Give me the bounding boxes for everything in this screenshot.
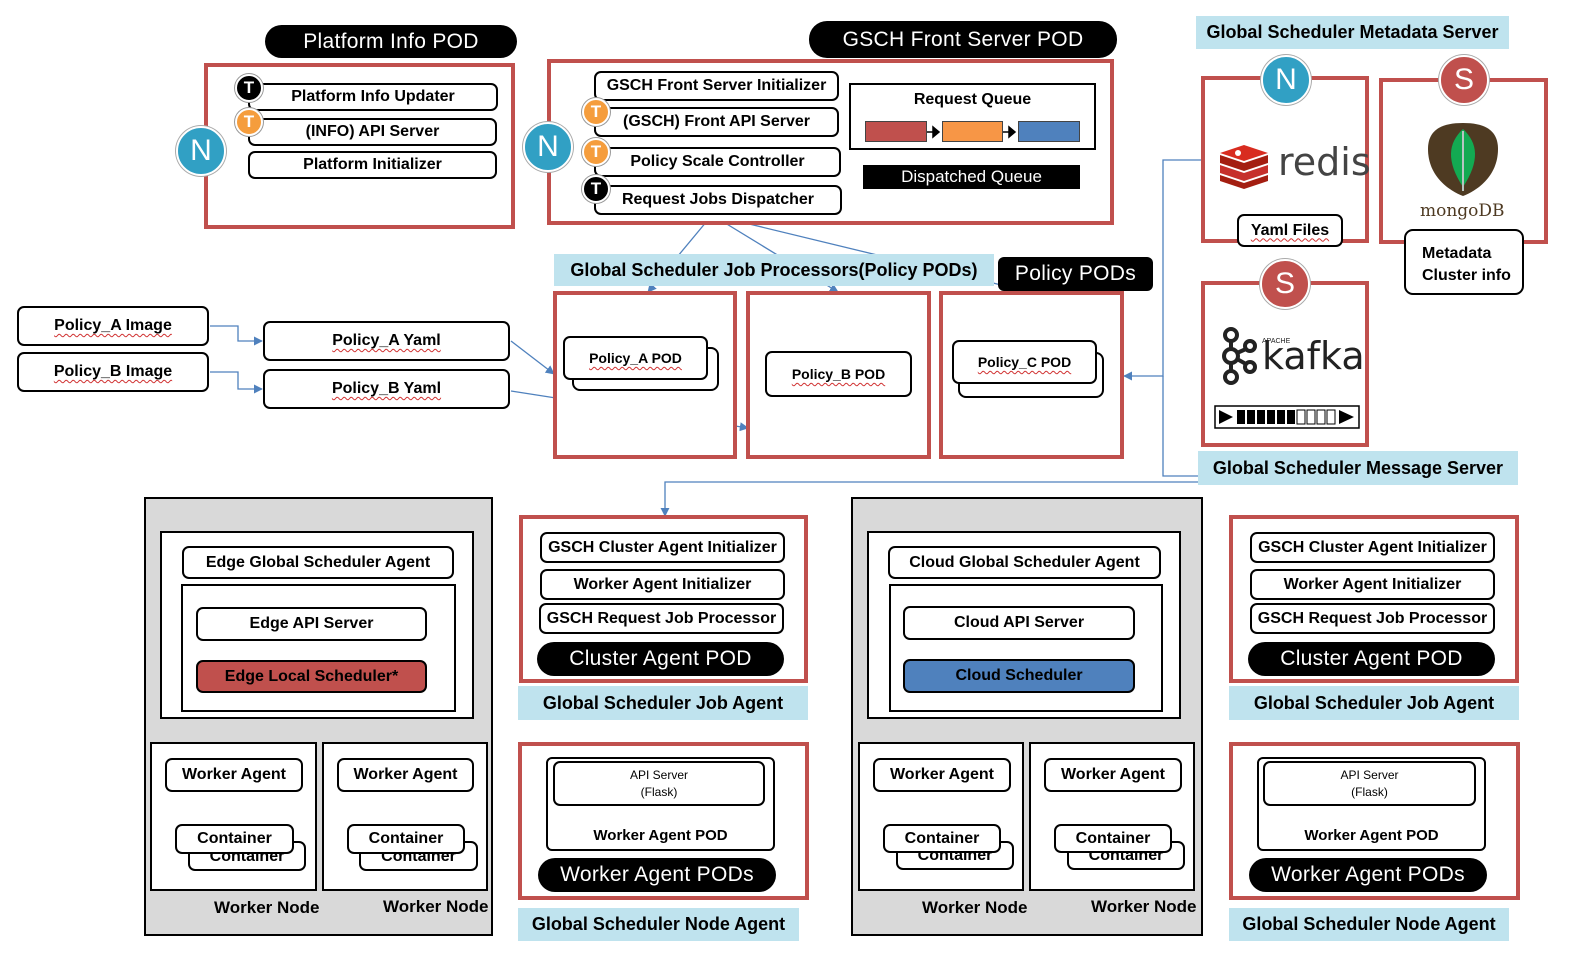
platform-info-pod-title: Platform Info POD	[265, 25, 517, 58]
dispatched-queue: Dispatched Queue	[863, 165, 1080, 189]
flask-line: (Flask)	[1351, 785, 1388, 799]
policy-b-yaml-label: Policy_B Yaml	[331, 380, 442, 397]
container[interactable]: Container	[347, 824, 465, 854]
metadata-server-title: Global Scheduler Metadata Server	[1196, 16, 1509, 49]
edge-local-scheduler[interactable]: Edge Local Scheduler*	[196, 660, 427, 693]
thread-badge: T	[582, 98, 610, 126]
kafka-logo-text: kafka	[1262, 334, 1365, 378]
gsch-cluster-agent-initializer[interactable]: GSCH Cluster Agent Initializer	[1250, 532, 1495, 563]
gsch-front-server-initializer[interactable]: GSCH Front Server Initializer	[594, 71, 839, 101]
api-server-line: API Server	[629, 768, 689, 782]
policy-b-image-label: Policy_B Image	[53, 363, 173, 380]
policy-b-image[interactable]: Policy_B Image	[17, 352, 209, 392]
worker-agent-pod-label: Worker Agent POD	[1304, 827, 1439, 844]
worker-node-label: Worker Node	[1091, 897, 1197, 916]
worker-agent-initializer[interactable]: Worker Agent Initializer	[1250, 569, 1495, 600]
arrow-icon	[1003, 125, 1017, 139]
node-agent-title: Global Scheduler Node Agent	[518, 908, 799, 941]
request-queue: Request Queue	[849, 83, 1096, 150]
worker-agent[interactable]: Worker Agent	[165, 758, 303, 792]
cluster-info-line: Cluster info	[1422, 267, 1511, 284]
policy-b-pod-label: Policy_B POD	[791, 366, 886, 382]
worker-agent-pods-label: Worker Agent PODs	[1249, 858, 1487, 892]
request-jobs-dispatcher[interactable]: Request Jobs Dispatcher	[594, 185, 842, 215]
mongodb-logo-text: mongoDB	[1420, 201, 1505, 221]
apache-label: APACHE	[1262, 338, 1291, 345]
yaml-files: Yaml Files	[1237, 214, 1343, 247]
gsch-request-job-processor[interactable]: GSCH Request Job Processor	[1250, 603, 1495, 634]
queue-item	[1018, 121, 1080, 142]
kafka-log-bar-icon	[1214, 405, 1360, 429]
worker-node-label: Worker Node	[383, 897, 489, 916]
info-api-server[interactable]: (INFO) API Server	[248, 118, 497, 146]
thread-badge: T	[235, 74, 263, 102]
metadata-cluster-info: Metadata Cluster info	[1404, 229, 1524, 295]
platform-initializer[interactable]: Platform Initializer	[248, 151, 497, 179]
job-processors-title: Global Scheduler Job Processors(Policy P…	[554, 254, 994, 286]
arrow-icon	[927, 125, 941, 139]
gsch-front-pod-title: GSCH Front Server POD	[809, 21, 1117, 58]
flask-line: (Flask)	[640, 785, 678, 799]
queue-item	[865, 121, 927, 142]
worker-agent[interactable]: Worker Agent	[1044, 758, 1182, 792]
request-queue-label: Request Queue	[913, 91, 1032, 108]
worker-agent[interactable]: Worker Agent	[337, 758, 474, 792]
cluster-agent-pod-label: Cluster Agent POD	[1248, 642, 1495, 676]
redis-icon	[1220, 145, 1268, 189]
mongodb-leaf-icon	[1428, 123, 1498, 196]
container[interactable]: Container	[883, 824, 1001, 853]
policy-b-yaml[interactable]: Policy_B Yaml	[263, 369, 510, 409]
policy-pods-label: Policy PODs	[998, 257, 1153, 291]
policy-a-yaml-label: Policy_A Yaml	[332, 332, 441, 349]
gsch-cluster-agent-initializer[interactable]: GSCH Cluster Agent Initializer	[540, 532, 785, 563]
worker-agent-initializer[interactable]: Worker Agent Initializer	[540, 569, 785, 600]
policy-b-pod[interactable]: Policy_B POD	[765, 351, 912, 397]
worker-node-label: Worker Node	[922, 898, 1028, 917]
policy-a-pod[interactable]: Policy_A POD	[563, 336, 708, 380]
worker-agent[interactable]: Worker Agent	[873, 758, 1011, 792]
policy-c-pod-label: Policy_C POD	[977, 354, 1072, 370]
node-badge: N	[1261, 55, 1311, 105]
yaml-files-label: Yaml Files	[1250, 221, 1330, 239]
worker-agent-pods-label: Worker Agent PODs	[538, 858, 776, 892]
thread-badge: T	[582, 138, 610, 166]
service-badge: S	[1260, 259, 1310, 309]
thread-badge: T	[235, 108, 263, 136]
message-server-title: Global Scheduler Message Server	[1198, 451, 1518, 485]
gsch-front-api-server[interactable]: (GSCH) Front API Server	[594, 107, 839, 137]
policy-a-image[interactable]: Policy_A Image	[17, 306, 209, 346]
metadata-line: Metadata	[1422, 245, 1492, 262]
policy-c-pod[interactable]: Policy_C POD	[952, 340, 1097, 384]
service-badge: S	[1439, 55, 1489, 105]
cloud-api-server[interactable]: Cloud API Server	[903, 606, 1135, 640]
policy-a-pod-label: Policy_A POD	[589, 350, 682, 366]
container[interactable]: Container	[1054, 824, 1172, 853]
node-agent-title: Global Scheduler Node Agent	[1229, 908, 1509, 941]
cloud-global-scheduler-agent[interactable]: Cloud Global Scheduler Agent	[888, 546, 1161, 579]
flask-api-server[interactable]: API Server (Flask)	[553, 761, 765, 806]
container[interactable]: Container	[175, 824, 294, 854]
queue-item	[942, 121, 1003, 142]
cluster-agent-pod-label: Cluster Agent POD	[537, 642, 784, 676]
policy-scale-controller[interactable]: Policy Scale Controller	[594, 147, 841, 177]
node-badge: N	[523, 122, 573, 172]
api-server-line: API Server	[1340, 768, 1399, 782]
worker-node-label: Worker Node	[214, 898, 320, 917]
thread-badge: T	[582, 175, 610, 203]
platform-info-updater[interactable]: Platform Info Updater	[248, 83, 498, 111]
edge-api-server[interactable]: Edge API Server	[196, 607, 427, 641]
policy-a-image-label: Policy_A Image	[54, 317, 172, 334]
node-badge: N	[176, 126, 226, 176]
kafka-icon	[1222, 327, 1257, 385]
worker-agent-pod-label: Worker Agent POD	[593, 827, 728, 844]
cloud-scheduler[interactable]: Cloud Scheduler	[903, 659, 1135, 693]
flask-api-server[interactable]: API Server (Flask)	[1263, 761, 1476, 806]
gsch-request-job-processor[interactable]: GSCH Request Job Processor	[539, 603, 784, 634]
edge-global-scheduler-agent[interactable]: Edge Global Scheduler Agent	[182, 546, 454, 579]
policy-a-yaml[interactable]: Policy_A Yaml	[263, 321, 510, 361]
job-agent-title: Global Scheduler Job Agent	[518, 686, 808, 720]
job-agent-title: Global Scheduler Job Agent	[1229, 686, 1519, 720]
redis-logo-text: redis	[1278, 140, 1371, 184]
